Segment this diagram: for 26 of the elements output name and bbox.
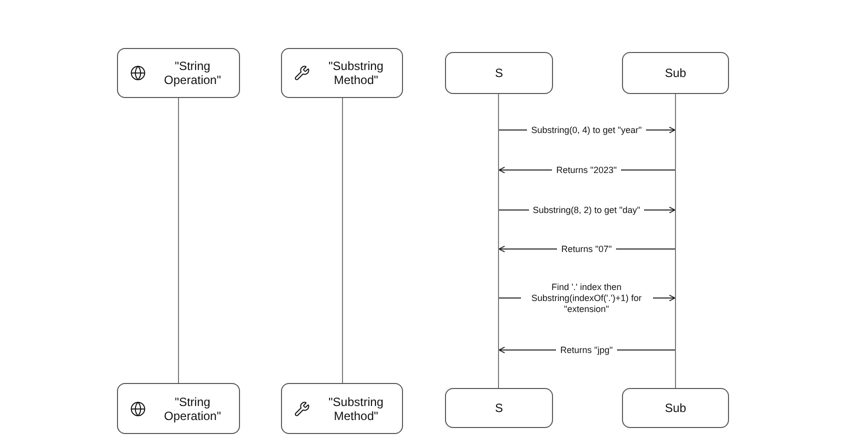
- edge-label: Substring(0, 4) to get "year": [527, 124, 646, 136]
- lifeline: [675, 94, 676, 388]
- participant-box: [117, 383, 240, 434]
- participant-box: [281, 383, 403, 434]
- lifeline: [342, 98, 343, 383]
- edge-label: Substring(8, 2) to get "day": [528, 204, 644, 216]
- participant-label: S: [494, 401, 503, 415]
- participant-box: [445, 52, 553, 94]
- participant-box: [622, 52, 729, 94]
- edge-label: Returns "07": [557, 244, 616, 254]
- participant-label: "String Operation": [163, 59, 222, 87]
- participant-label: Sub: [664, 401, 686, 415]
- edge-label: Returns "jpg": [556, 344, 617, 356]
- participant-label: "String Operation": [163, 394, 222, 422]
- edge-label: Returns "2023": [552, 164, 621, 176]
- lifeline: [178, 98, 179, 383]
- participant-label: S: [494, 66, 503, 80]
- participant-box: [117, 48, 240, 98]
- participant-box: [281, 48, 403, 98]
- lifeline: [498, 94, 499, 388]
- participant-label: "Substring Method": [328, 59, 384, 87]
- participant-label: "Substring Method": [328, 394, 384, 422]
- participant-box: [622, 388, 729, 428]
- edge-label: Find '.' index then Substring(indexOf('.')+1) for "extension": [520, 282, 652, 314]
- participant-label: Sub: [664, 66, 686, 80]
- participant-box: [445, 388, 553, 428]
